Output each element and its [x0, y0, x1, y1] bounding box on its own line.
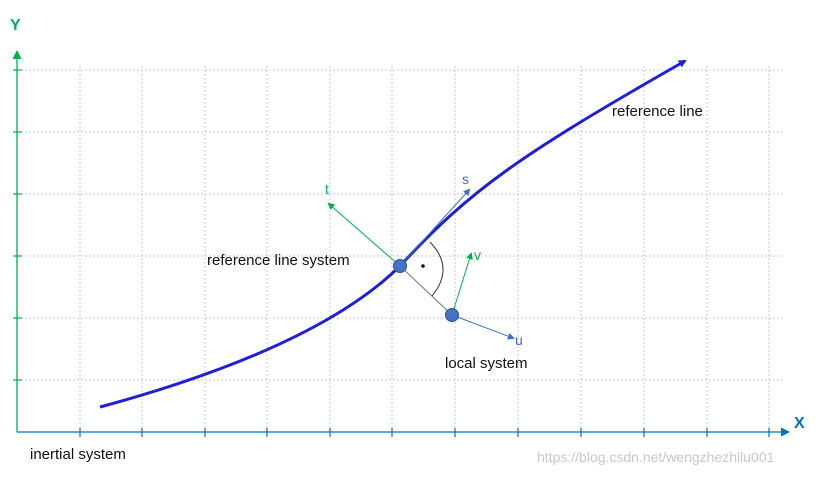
- s-vector: [399, 188, 471, 267]
- reference-point: [393, 259, 407, 273]
- reference-line-system-label: reference line system: [207, 252, 350, 269]
- u-label: u: [515, 332, 523, 348]
- local-system-label: local system: [445, 355, 528, 372]
- v-label: v: [474, 247, 481, 263]
- s-label: s: [462, 171, 469, 187]
- watermark: https://blog.csdn.net/wengzhezhilu001: [537, 449, 775, 465]
- right-angle-dot: [421, 264, 425, 268]
- right-angle-arc: [429, 241, 444, 297]
- y-axis-ticks: [13, 69, 22, 381]
- y-axis-label: Y: [10, 17, 21, 34]
- x-axis-label: X: [794, 415, 805, 432]
- local-point: [445, 308, 459, 322]
- u-vector: [451, 314, 515, 340]
- inertial-system-label: inertial system: [30, 446, 126, 463]
- x-axis-ticks: [79, 428, 770, 437]
- v-vector: [451, 252, 473, 316]
- offset-connector: [399, 265, 453, 316]
- grid: [17, 66, 782, 432]
- t-vector: [327, 202, 401, 267]
- reference-line-label: reference line: [612, 103, 703, 120]
- t-label: t: [325, 181, 329, 197]
